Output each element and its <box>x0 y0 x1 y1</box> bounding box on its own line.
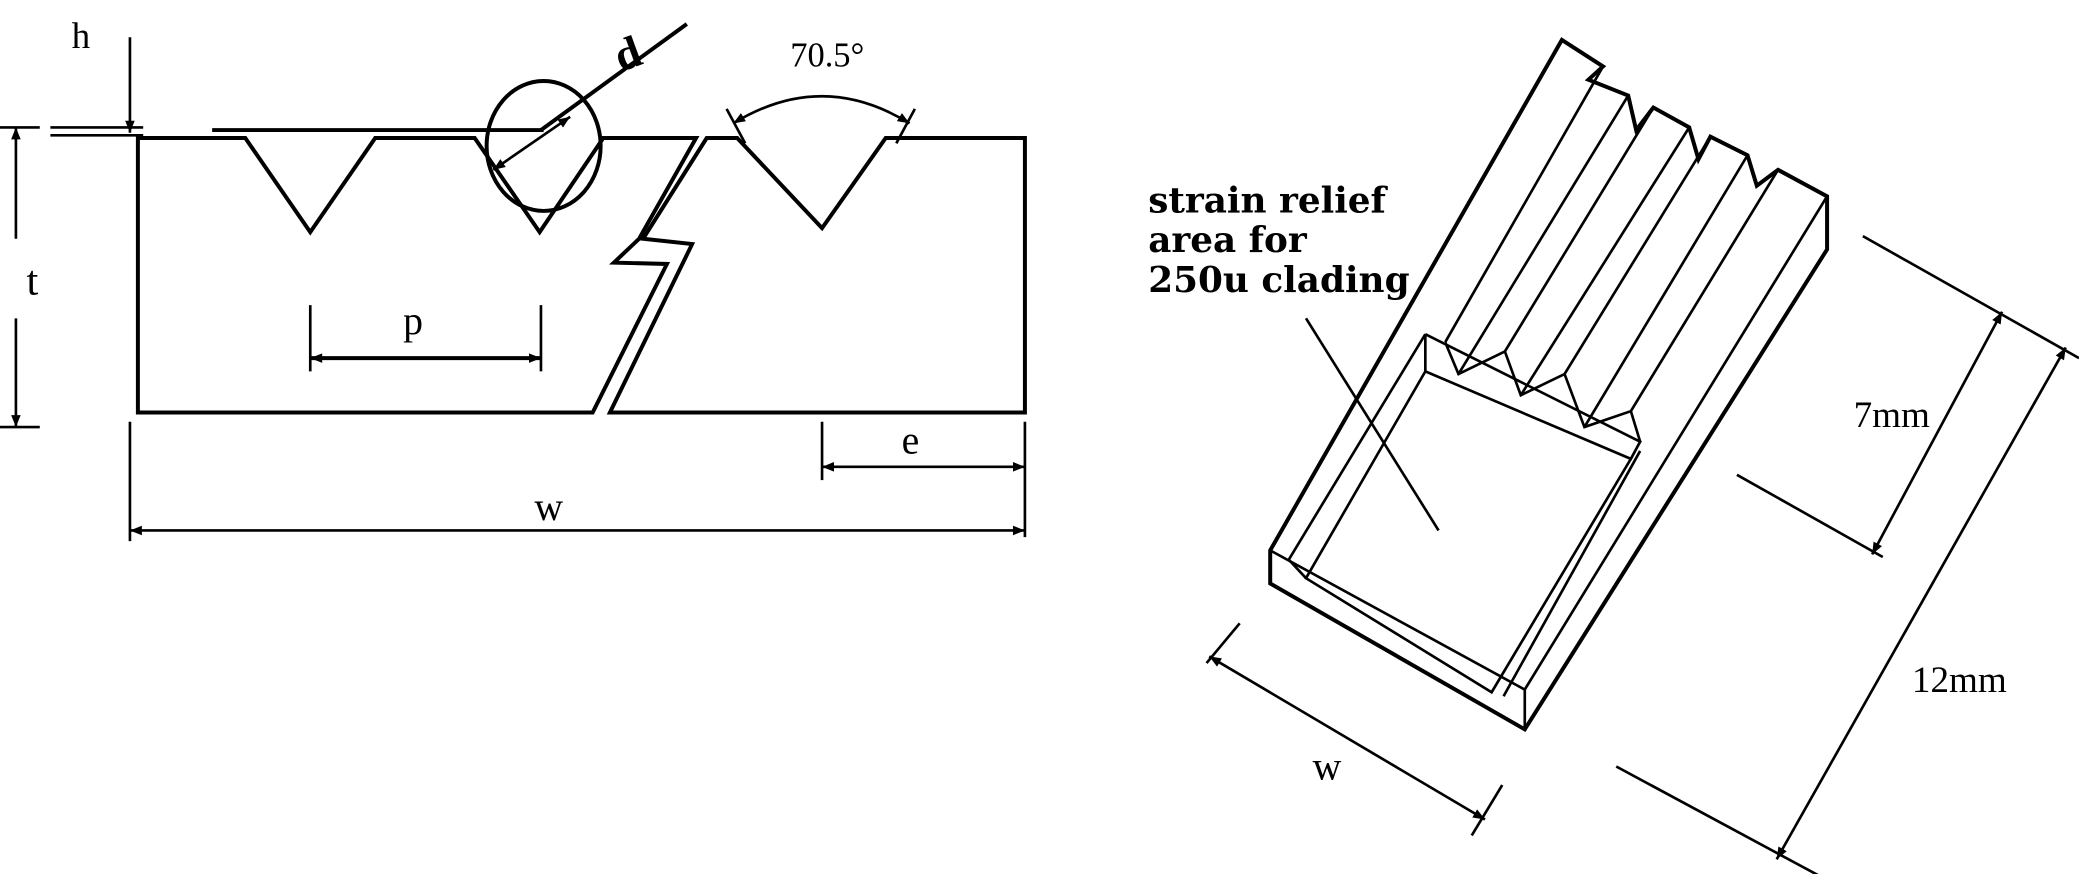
specimen-left-piece <box>135 136 700 415</box>
label-12mm: 12mm <box>1912 660 2007 701</box>
label-e: e <box>902 419 920 463</box>
w-dimension-right <box>1208 655 1486 821</box>
label-w: w <box>534 485 563 529</box>
label-d: d <box>607 26 648 82</box>
specimen-outline <box>1268 37 1830 733</box>
specimen-right-piece <box>606 136 1027 415</box>
12mm-dimension <box>1775 346 2067 860</box>
label-w-right: w <box>1313 745 1342 789</box>
annotation-line-2: area for <box>1148 219 1308 261</box>
notched-specimen-left: d h t p e w 70.5° <box>0 16 1027 542</box>
cladded-specimen-right: strain relief area for 250u clading 7mm … <box>1148 37 2079 874</box>
label-t: t <box>27 257 39 304</box>
d-leader-line <box>539 22 688 132</box>
detail-circle <box>484 79 603 213</box>
label-h: h <box>72 16 91 57</box>
annotation-leader <box>1304 317 1440 532</box>
d-dimension-arrow <box>492 115 571 171</box>
angle-arc <box>732 95 911 125</box>
annotation-line-1: strain relief <box>1148 179 1388 221</box>
label-p: p <box>403 299 423 343</box>
annotation-line-3: 250u clading <box>1148 259 1409 301</box>
label-7mm: 7mm <box>1854 395 1930 436</box>
label-angle: 70.5° <box>790 36 864 74</box>
